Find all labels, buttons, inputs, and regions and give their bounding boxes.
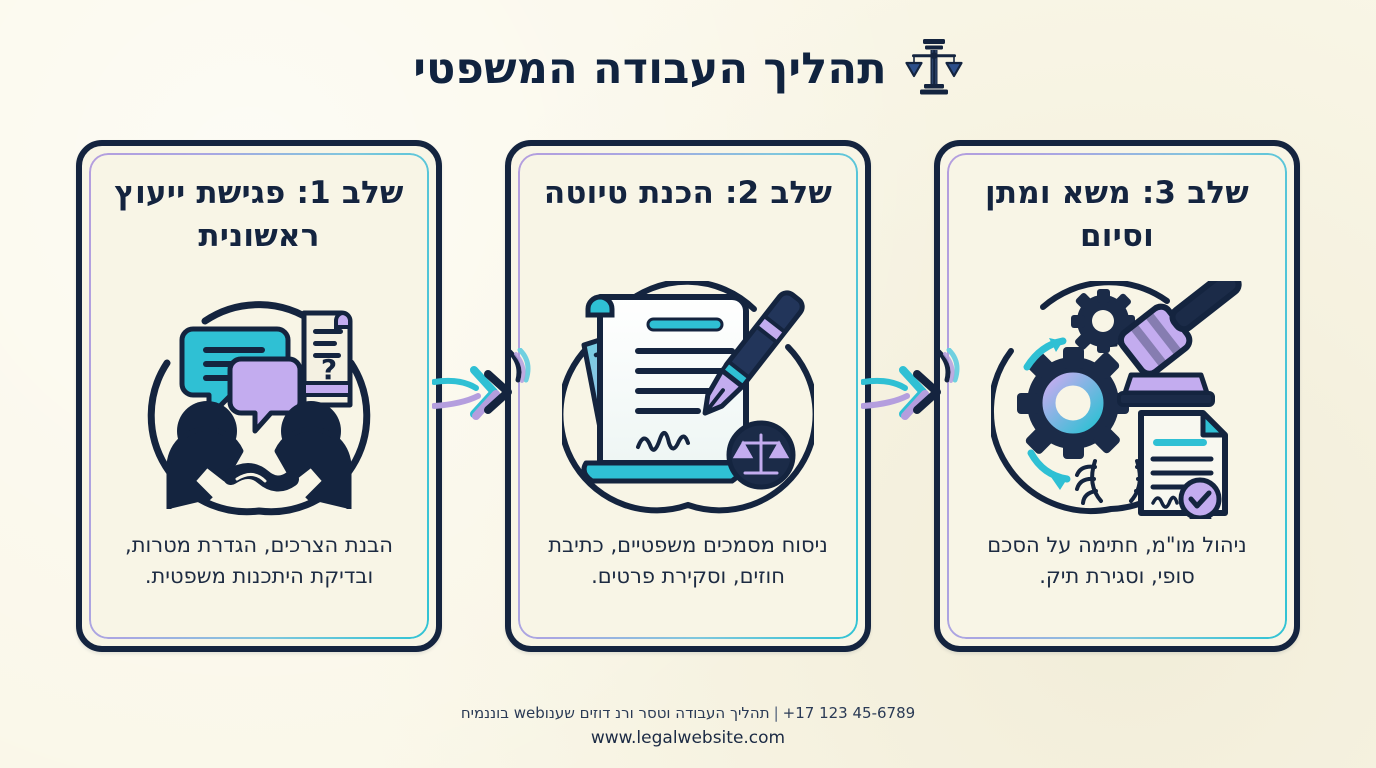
step-2-description: ניסוח מסמכים משפטיים, כתיבת חוזים, וסקיר…: [548, 532, 828, 588]
connector-1-to-2: [431, 347, 542, 434]
curved-arrow-right-icon: [860, 347, 971, 438]
step-3-title: שלב 3: משא ומתן וסיום: [985, 175, 1249, 254]
steps-container: שלב 1: פגישת ייעוץ ראשונית: [0, 140, 1376, 655]
step-1-title: שלב 1: פגישת ייעוץ ראשונית: [114, 175, 404, 254]
step-card-2[interactable]: שלב 2: הכנת טיוטה: [505, 140, 871, 652]
step-1-description: הבנת הצרכים, הגדרת מטרות, ובדיקת היתכנות…: [125, 532, 393, 588]
step-card-1[interactable]: שלב 1: פגישת ייעוץ ראשונית: [76, 140, 442, 652]
connector-2-to-3: [860, 347, 971, 434]
curved-arrow-right-icon: [431, 347, 542, 438]
svg-text:?: ?: [321, 353, 337, 386]
footer-tagline-row: +17 123 45-6789|תהליך העבודה וטסר ורנ דו…: [0, 702, 1376, 725]
page-header: תהליך העבודה המשפטי: [0, 26, 1376, 112]
gavel-gears-certificate-icon: [962, 270, 1272, 530]
page-footer: +17 123 45-6789|תהליך העבודה וטסר ורנ דו…: [0, 702, 1376, 752]
page-title: תהליך העבודה המשפטי: [413, 44, 887, 94]
step-3-description: ניהול מו"מ, חתימה על הסכם סופי, וסגירת ת…: [987, 532, 1247, 588]
step-2-title: שלב 2: הכנת טיוטה: [543, 175, 833, 211]
footer-tagline: תהליך העבודה וטסר ורנ דוזים שענוweb בוננ…: [460, 703, 770, 722]
consultation-handshake-icon: ?: [104, 270, 414, 530]
footer-phone[interactable]: +17 123 45-6789: [782, 703, 916, 722]
scales-of-justice-icon: [905, 36, 963, 102]
document-pen-signature-icon: [533, 270, 843, 530]
step-card-3[interactable]: שלב 3: משא ומתן וסיום: [934, 140, 1300, 652]
footer-separator: |: [773, 703, 779, 722]
footer-website[interactable]: www.legalwebsite.com: [590, 727, 786, 748]
